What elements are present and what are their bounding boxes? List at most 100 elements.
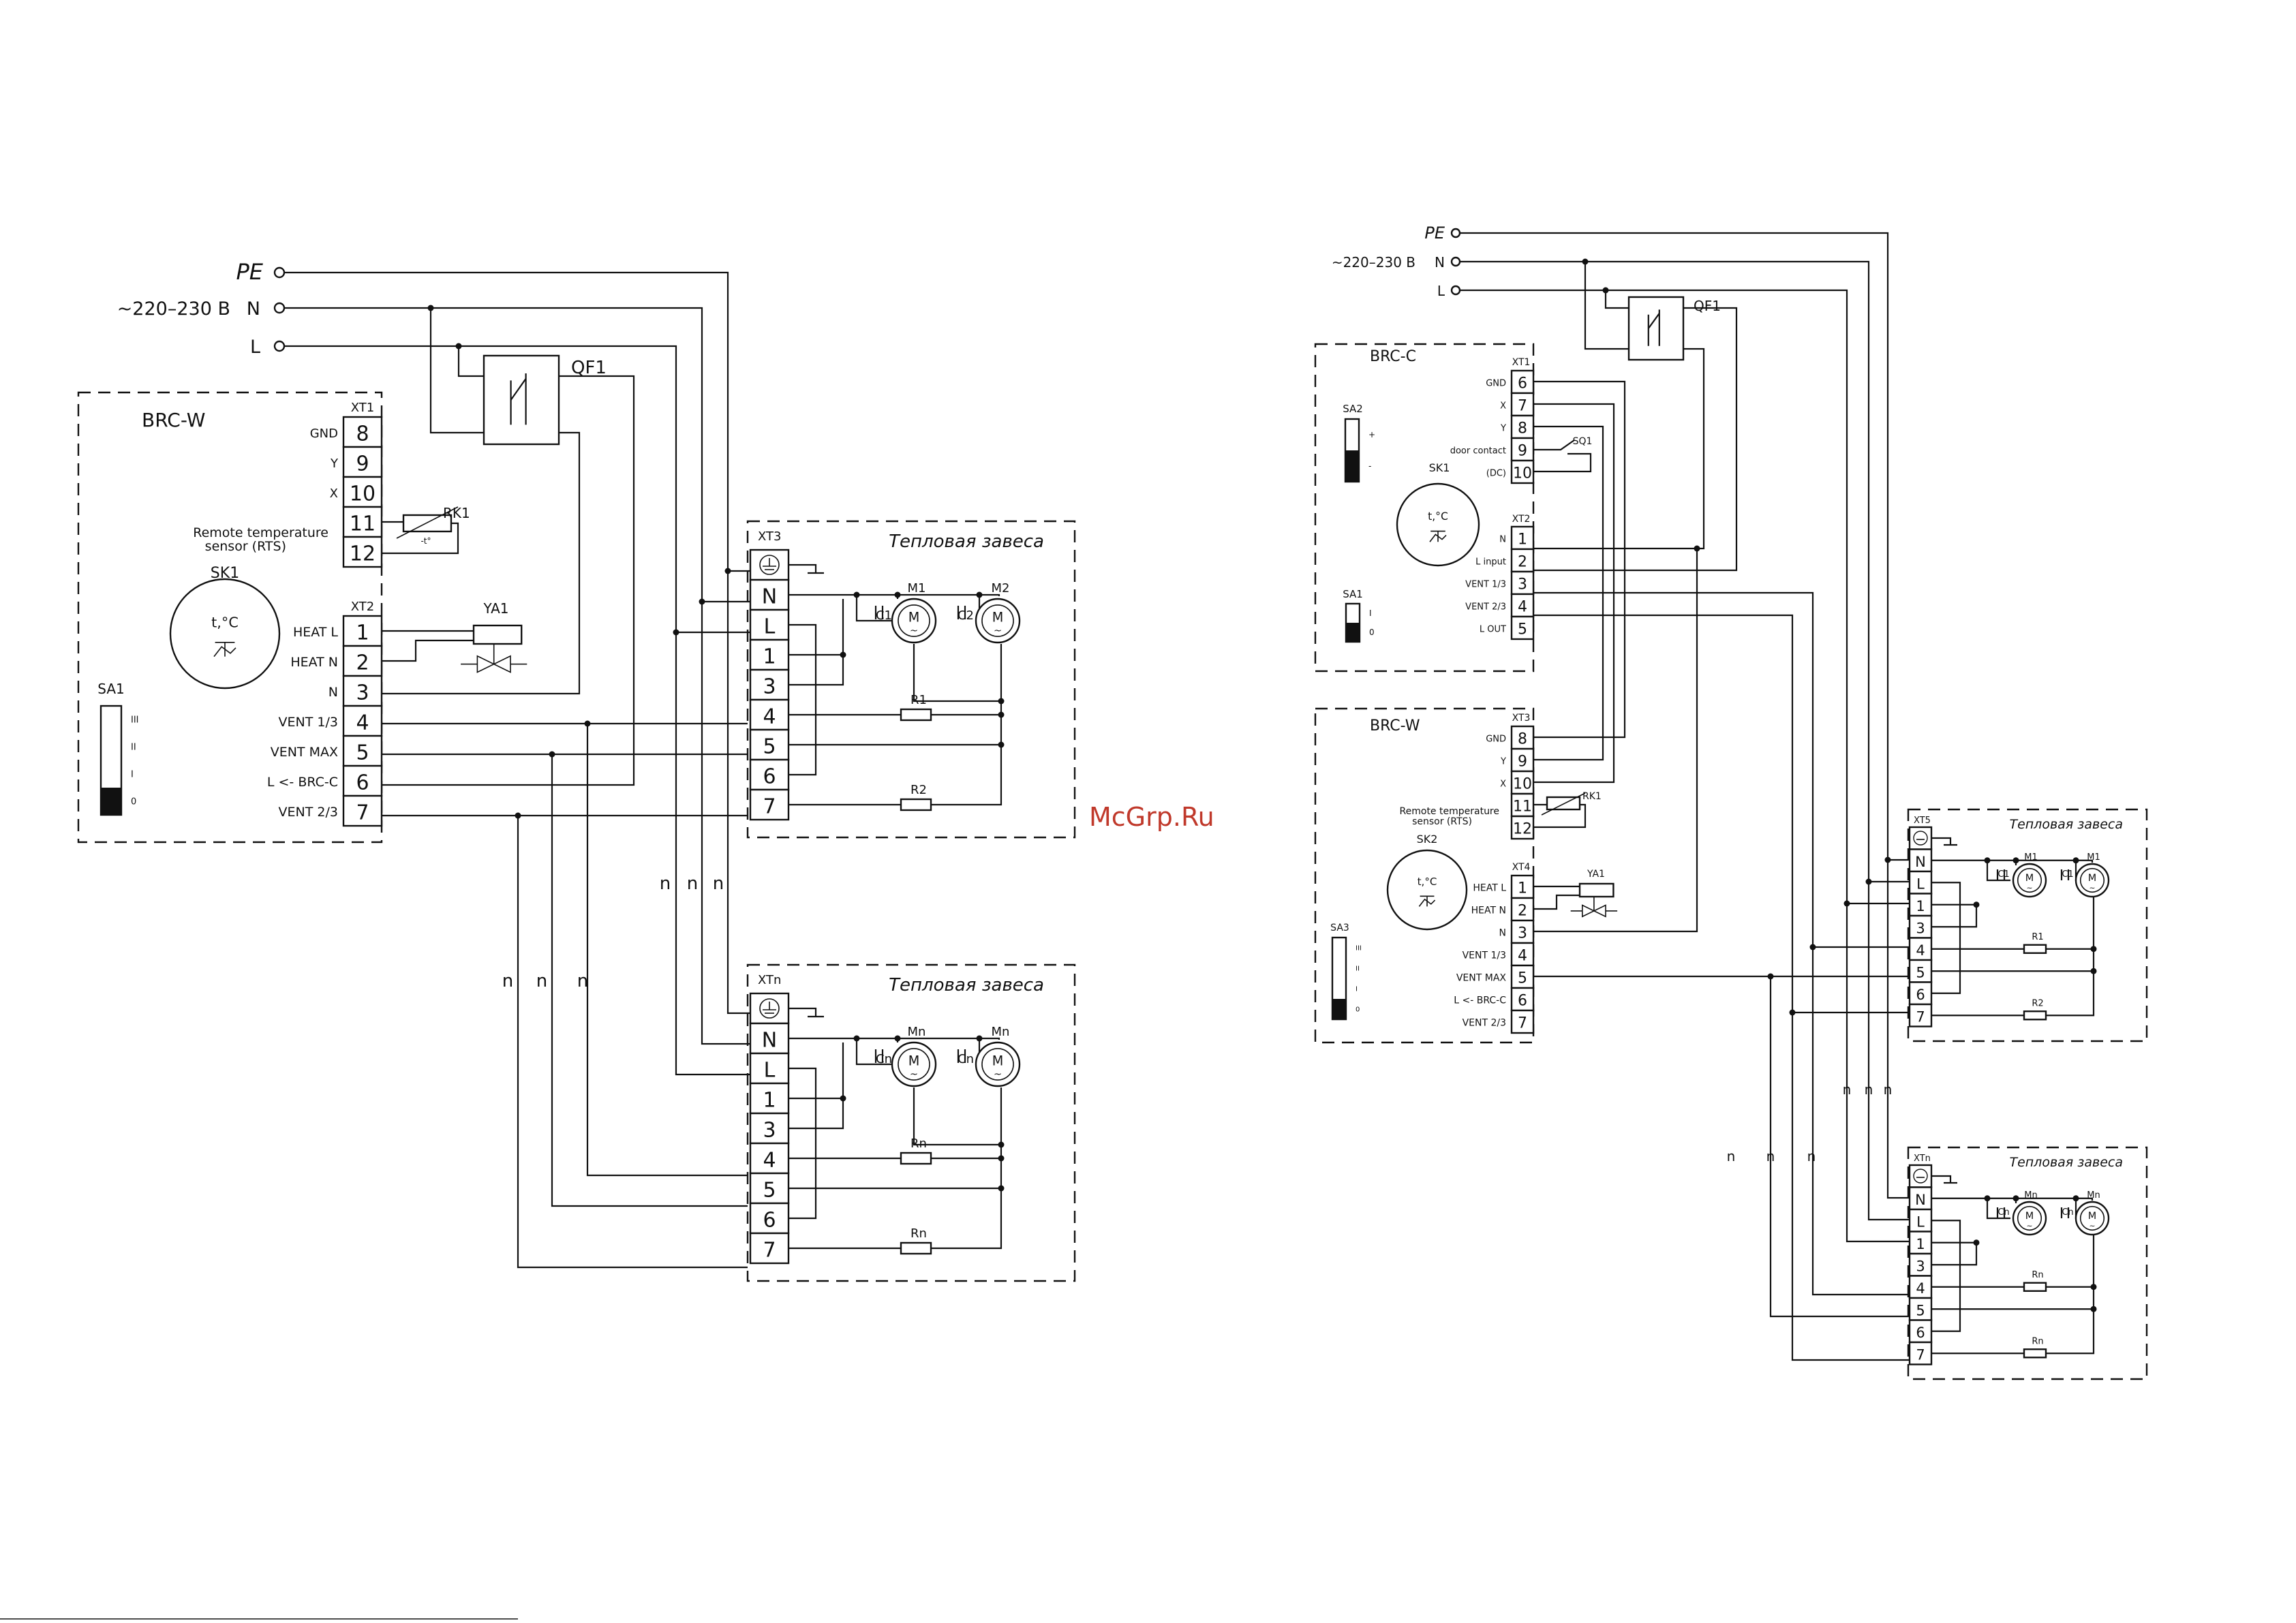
rk1-thermistor xyxy=(1546,796,1581,811)
junction-dot xyxy=(1582,258,1589,265)
junction-dot xyxy=(894,1035,901,1042)
junction-dot xyxy=(515,812,521,819)
earth-wire xyxy=(789,563,817,573)
rk-wire xyxy=(1533,803,1587,829)
heat-curtain-title: Тепловая завеса xyxy=(889,975,1044,995)
sa1-selector-mark: III xyxy=(131,715,139,726)
junction-dot xyxy=(998,1155,1005,1162)
xt2-label: XT2 xyxy=(1512,514,1531,525)
brcc-xt2-number: 1 xyxy=(1518,531,1527,548)
motor-m2-letter: M xyxy=(992,610,1004,625)
motor-m1-inner xyxy=(898,604,930,637)
brcc-sk1-dial-symbol xyxy=(1429,530,1447,542)
brcw-xt4-label: N xyxy=(1499,927,1506,938)
brcw-xt3-label: X xyxy=(1500,779,1506,789)
xt1-cell xyxy=(342,536,383,568)
cable-count-mark: n xyxy=(1807,1148,1816,1164)
n-wire xyxy=(284,307,703,602)
unit-terminal-cell xyxy=(749,1232,790,1265)
l-label: L xyxy=(1437,283,1445,299)
terminal-ring xyxy=(273,266,286,279)
unit-terminal-number: 4 xyxy=(1916,1280,1925,1297)
junction-dot xyxy=(427,305,434,311)
motor-m1-inner xyxy=(2017,867,2042,893)
resistor-r1-label: Rn xyxy=(910,1137,927,1151)
unit-terminal-number: 3 xyxy=(763,1118,776,1142)
junction-dot xyxy=(976,591,983,598)
junction-dot xyxy=(1973,1239,1980,1246)
brcc-xt2-number: 2 xyxy=(1518,554,1527,571)
unit-terminal-cell xyxy=(1908,870,1933,895)
unit-n-wire xyxy=(1931,1197,2094,1201)
junction-dot xyxy=(1602,287,1609,294)
junction-dot xyxy=(724,568,731,574)
xt2-label: N xyxy=(328,685,338,700)
xt2-cell xyxy=(342,615,383,647)
n-brcw-link xyxy=(1533,548,1698,933)
ventmax-unit-wire xyxy=(1931,1286,2095,1310)
brcc-xt2-label: L OUT xyxy=(1480,624,1506,634)
brcw-xt4-number: 1 xyxy=(1518,880,1527,897)
unit-terminal-cell xyxy=(749,668,790,701)
l-feed-2 xyxy=(1846,903,1911,1243)
xt2-number: 1 xyxy=(356,621,369,645)
c1-wire xyxy=(1986,860,2010,882)
sa3-selector-mark: II xyxy=(1356,965,1360,973)
motor-m2-letter: M xyxy=(992,1053,1004,1069)
sk1-dial-symbol xyxy=(213,642,236,658)
xt1-cell xyxy=(342,446,383,478)
breaker-to-brc-c xyxy=(382,375,635,786)
sa2-selector-position xyxy=(1345,450,1359,482)
unit-terminal-label: XTn xyxy=(758,973,781,987)
ya1-label: YA1 xyxy=(1587,869,1605,880)
heat-curtain-enclosure xyxy=(1907,1146,2148,1380)
m1-label: Mn xyxy=(2024,1190,2037,1201)
unit-terminal-cell xyxy=(749,1112,790,1145)
brcc-xt2-cell xyxy=(1510,615,1535,640)
vent13-drop xyxy=(1811,947,1910,1296)
earth-wire xyxy=(1931,837,1952,845)
motor-m2-inner xyxy=(981,1048,1014,1081)
brcw-xt4-label: L <- BRC-C xyxy=(1454,995,1506,1006)
sa1-selector-position xyxy=(101,788,121,815)
m2-label: Mn xyxy=(2087,1190,2100,1201)
brcc-xt2-number: 3 xyxy=(1518,576,1527,593)
motor-m2-tilde: ~ xyxy=(994,625,1002,636)
n-label: N xyxy=(247,298,260,320)
sk1-dial xyxy=(169,578,281,690)
brcw-xt3-number: 11 xyxy=(1513,799,1532,816)
brcc-xt1-label: GND xyxy=(1486,378,1506,388)
unit-terminal-number: L xyxy=(1916,876,1925,892)
ya1-valve-coil xyxy=(472,624,523,645)
brcw-xt4-number: 4 xyxy=(1518,948,1527,965)
unit-terminal-number: L xyxy=(764,615,776,638)
c1-wire xyxy=(1986,1198,2010,1220)
rk1-slash xyxy=(396,506,459,539)
junction-dot xyxy=(2012,1195,2019,1202)
resistor-r1-label: R1 xyxy=(910,693,927,707)
earth-cell xyxy=(1908,1164,1933,1188)
cable-count-mark: n xyxy=(1727,1148,1736,1164)
unit-terminal-number: L xyxy=(764,1058,776,1082)
m2-label: M1 xyxy=(2087,852,2100,863)
xt2-label: XT2 xyxy=(351,600,374,614)
xt2-cell xyxy=(342,645,383,677)
motor-m1-letter: M xyxy=(2025,873,2034,884)
rk1-symbol: -t° xyxy=(420,536,431,546)
unit-terminal-number: N xyxy=(1915,854,1926,870)
xt2-label: HEAT N xyxy=(290,655,338,670)
unit-terminal-number: 5 xyxy=(763,1178,776,1202)
xt1-cell xyxy=(342,476,383,508)
sa2-selector-mark: + xyxy=(1368,430,1375,439)
rk-wire xyxy=(382,522,459,555)
unit-terminal-number: N xyxy=(1915,1192,1926,1208)
junction-dot xyxy=(1865,878,1872,885)
breaker-n-out xyxy=(382,431,581,695)
cable-count-mark: n xyxy=(536,971,547,991)
unit-terminal-cell xyxy=(749,728,790,761)
heat-curtain-enclosure xyxy=(746,520,1076,839)
motor-m2-tilde: ~ xyxy=(994,1069,1002,1080)
unit-terminal-number: 6 xyxy=(763,1208,776,1232)
